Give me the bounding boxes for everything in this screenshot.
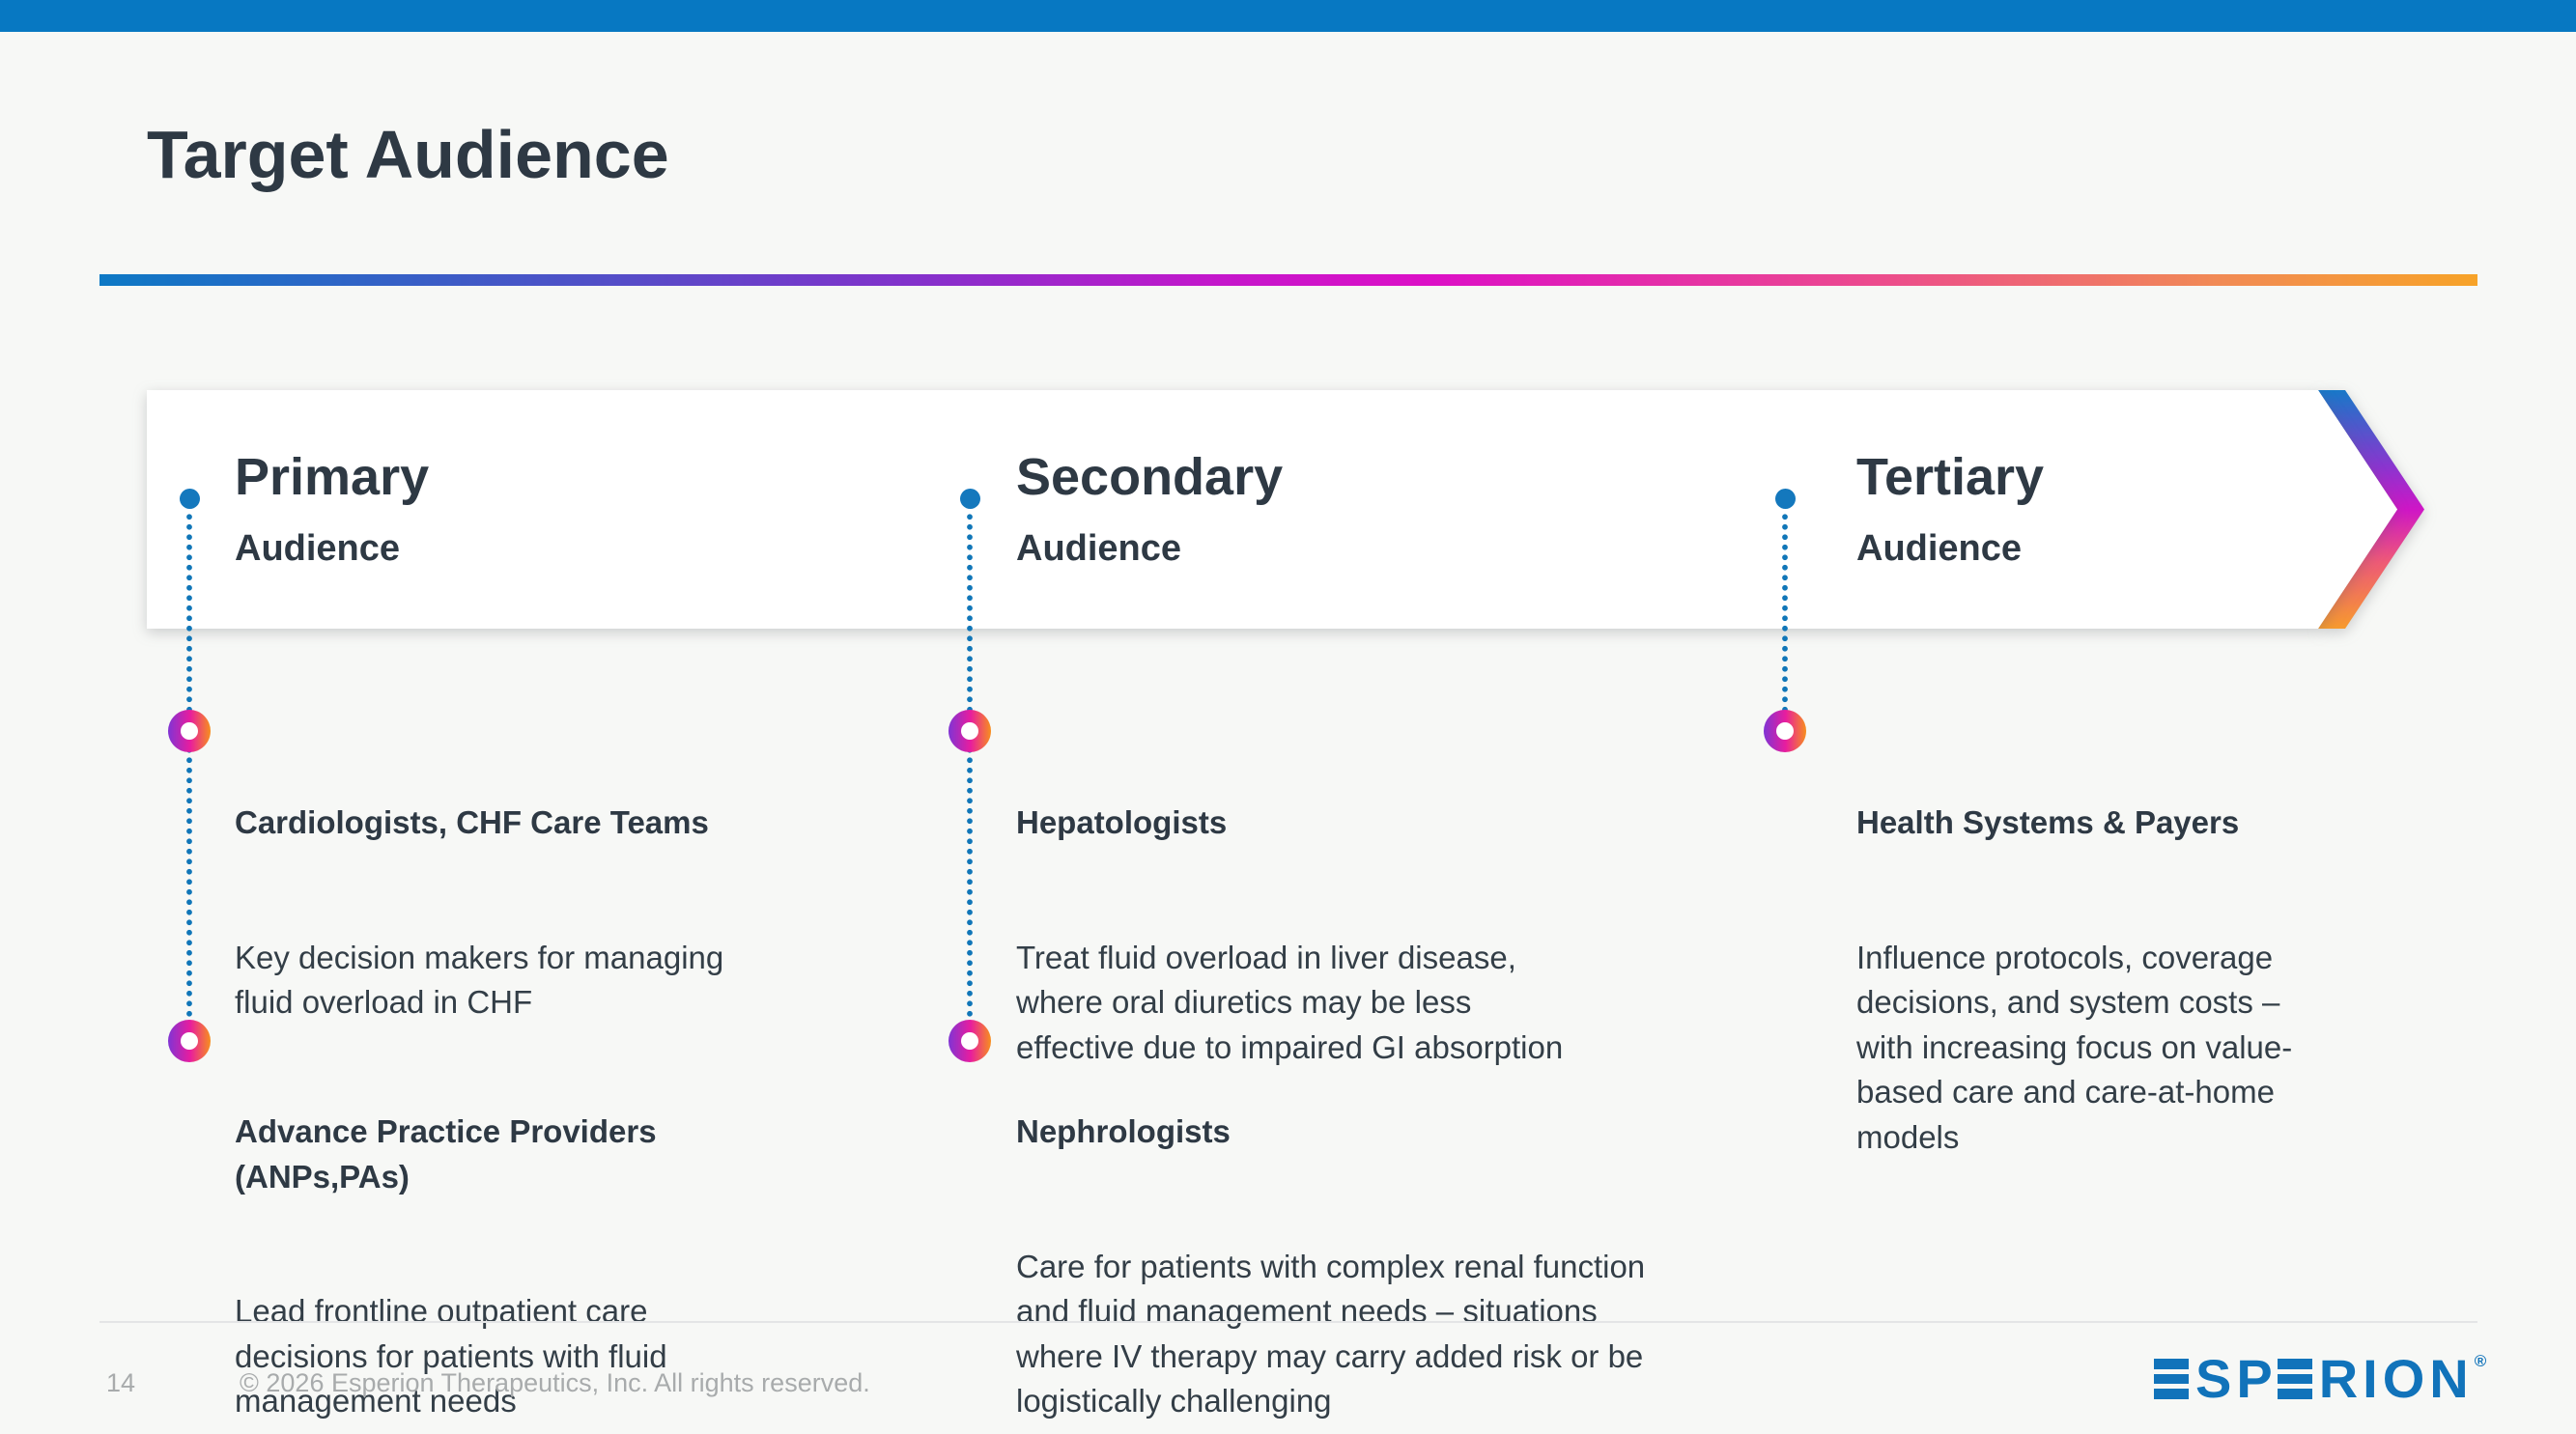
item-heading: Advance Practice Providers (ANPs,PAs) xyxy=(235,1113,657,1195)
logo-letter: N xyxy=(2429,1348,2469,1409)
copyright-text: © 2026 Esperion Therapeutics, Inc. All r… xyxy=(240,1368,870,1397)
title-underline-gradient xyxy=(99,274,2477,286)
tier-sublabel-primary: Audience xyxy=(235,528,401,569)
logo-letter-e xyxy=(2154,1359,2189,1399)
audience-item-primary-2: Advance Practice Providers (ANPs,PAs) Le… xyxy=(235,1020,667,1434)
timeline-dot-secondary xyxy=(960,489,980,509)
logo-letter: S xyxy=(2195,1348,2232,1409)
logo-letter: R xyxy=(2318,1348,2359,1409)
logo-letter: P xyxy=(2236,1348,2273,1409)
logo-letter: I xyxy=(2363,1348,2378,1409)
item-body: Treat fluid overload in liver disease, w… xyxy=(1016,939,1564,1065)
item-body: Care for patients with complex renal fun… xyxy=(1016,1248,1646,1420)
item-heading: Nephrologists xyxy=(1016,1113,1231,1149)
bullet-ring-icon xyxy=(1764,710,1806,752)
bullet-ring-icon xyxy=(168,1020,211,1062)
timeline-dot-primary xyxy=(180,489,200,509)
item-heading: Hepatologists xyxy=(1016,804,1228,840)
timeline-line-primary xyxy=(186,512,192,1041)
item-heading: Health Systems & Payers xyxy=(1856,804,2240,840)
audience-item-secondary-2: Nephrologists Care for patients with com… xyxy=(1016,1020,1645,1434)
audience-item-secondary-1: Hepatologists Treat fluid overload in li… xyxy=(1016,711,1563,1160)
logo-reg-mark: ® xyxy=(2474,1352,2487,1370)
page-title: Target Audience xyxy=(147,117,669,192)
tier-sublabel-secondary: Audience xyxy=(1016,528,1182,569)
tier-label-primary: Primary xyxy=(235,448,430,506)
top-accent-bar xyxy=(0,0,2576,32)
item-body: Lead frontline outpatient care decisions… xyxy=(235,1293,667,1419)
tier-sublabel-tertiary: Audience xyxy=(1856,528,2023,569)
audience-item-primary-1: Cardiologists, CHF Care Teams Key decisi… xyxy=(235,711,723,1115)
timeline-dot-tertiary xyxy=(1775,489,1796,509)
timeline-line-secondary xyxy=(967,512,973,1041)
logo-letter: O xyxy=(2382,1348,2425,1409)
bullet-ring-icon xyxy=(168,710,211,752)
tier-label-secondary: Secondary xyxy=(1016,448,1284,506)
logo-letter-e xyxy=(2277,1359,2312,1399)
item-body: Key decision makers for managing fluid o… xyxy=(235,939,724,1021)
bullet-ring-icon xyxy=(948,1020,991,1062)
audience-item-tertiary-1: Health Systems & Payers Influence protoc… xyxy=(1856,711,2292,1250)
item-heading: Cardiologists, CHF Care Teams xyxy=(235,804,709,840)
page-number: 14 xyxy=(106,1368,136,1397)
audience-banner-card xyxy=(147,390,2397,629)
item-body: Influence protocols, coverage decisions,… xyxy=(1856,939,2293,1155)
bullet-ring-icon xyxy=(948,710,991,752)
timeline-line-tertiary xyxy=(1782,512,1788,731)
tier-label-tertiary: Tertiary xyxy=(1856,448,2045,506)
footer-divider xyxy=(99,1321,2477,1323)
